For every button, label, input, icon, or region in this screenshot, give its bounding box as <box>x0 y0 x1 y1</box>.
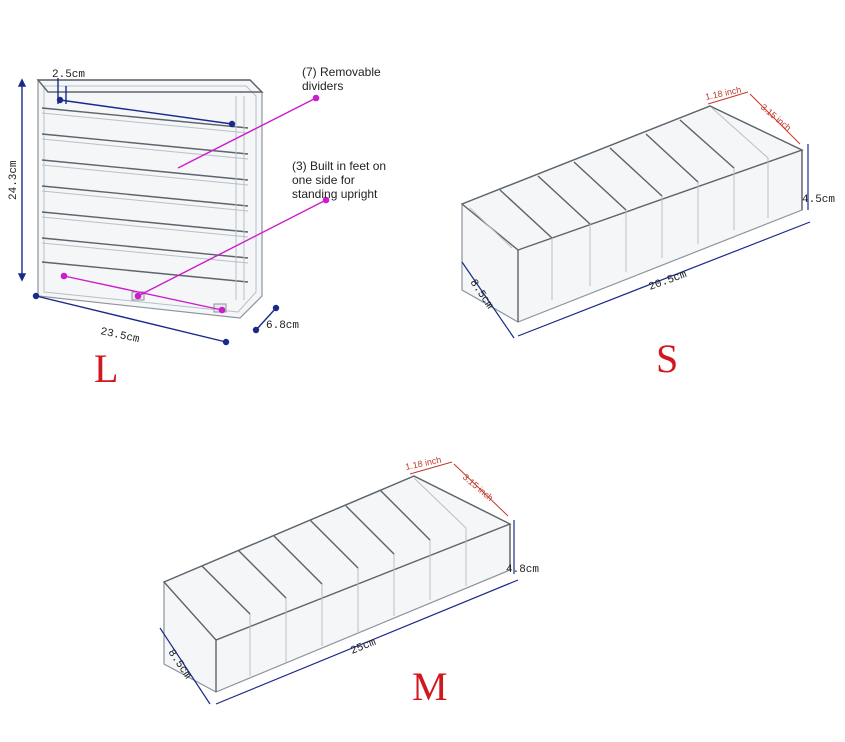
medium-organizer: 1.18 inch 3.15 inch 4.8cm 25cm 8.5cm M <box>159 455 539 709</box>
large-dim-depth-top: 2.5cm <box>52 69 85 81</box>
medium-dim-length: 25cm <box>349 637 378 658</box>
small-dim-height: 4.5cm <box>802 194 835 206</box>
medium-dim-cell-width: 1.18 inch <box>404 455 442 472</box>
large-dim-depth: 6.8cm <box>266 320 299 332</box>
medium-dim-cell-depth: 3.15 inch <box>461 472 495 503</box>
large-dimension-lines <box>17 78 280 346</box>
large-dividers <box>41 107 249 283</box>
large-size-label: L <box>94 346 118 391</box>
large-organizer: 2.5cm 24.3cm 23.5cm 6.8cm (7) Removable … <box>8 65 389 391</box>
large-dim-height: 24.3cm <box>8 160 20 200</box>
medium-dimension-lines <box>159 520 519 705</box>
small-dimension-lines <box>461 144 811 339</box>
large-dim-width: 23.5cm <box>99 326 141 346</box>
small-dim-cell-depth: 3.15 inch <box>759 102 793 133</box>
large-note-dividers: (7) Removable dividers <box>302 65 384 93</box>
medium-dim-height: 4.8cm <box>506 564 539 576</box>
large-note-feet: (3) Built in feet on one side for standi… <box>292 159 389 201</box>
medium-size-label: M <box>412 664 448 709</box>
large-callout-lines <box>60 94 330 314</box>
small-size-label: S <box>656 336 678 381</box>
small-organizer: 1.18 inch 3.15 inch 4.5cm 20.5cm 8.5cm S <box>460 85 835 381</box>
small-dim-length: 20.5cm <box>647 269 689 294</box>
